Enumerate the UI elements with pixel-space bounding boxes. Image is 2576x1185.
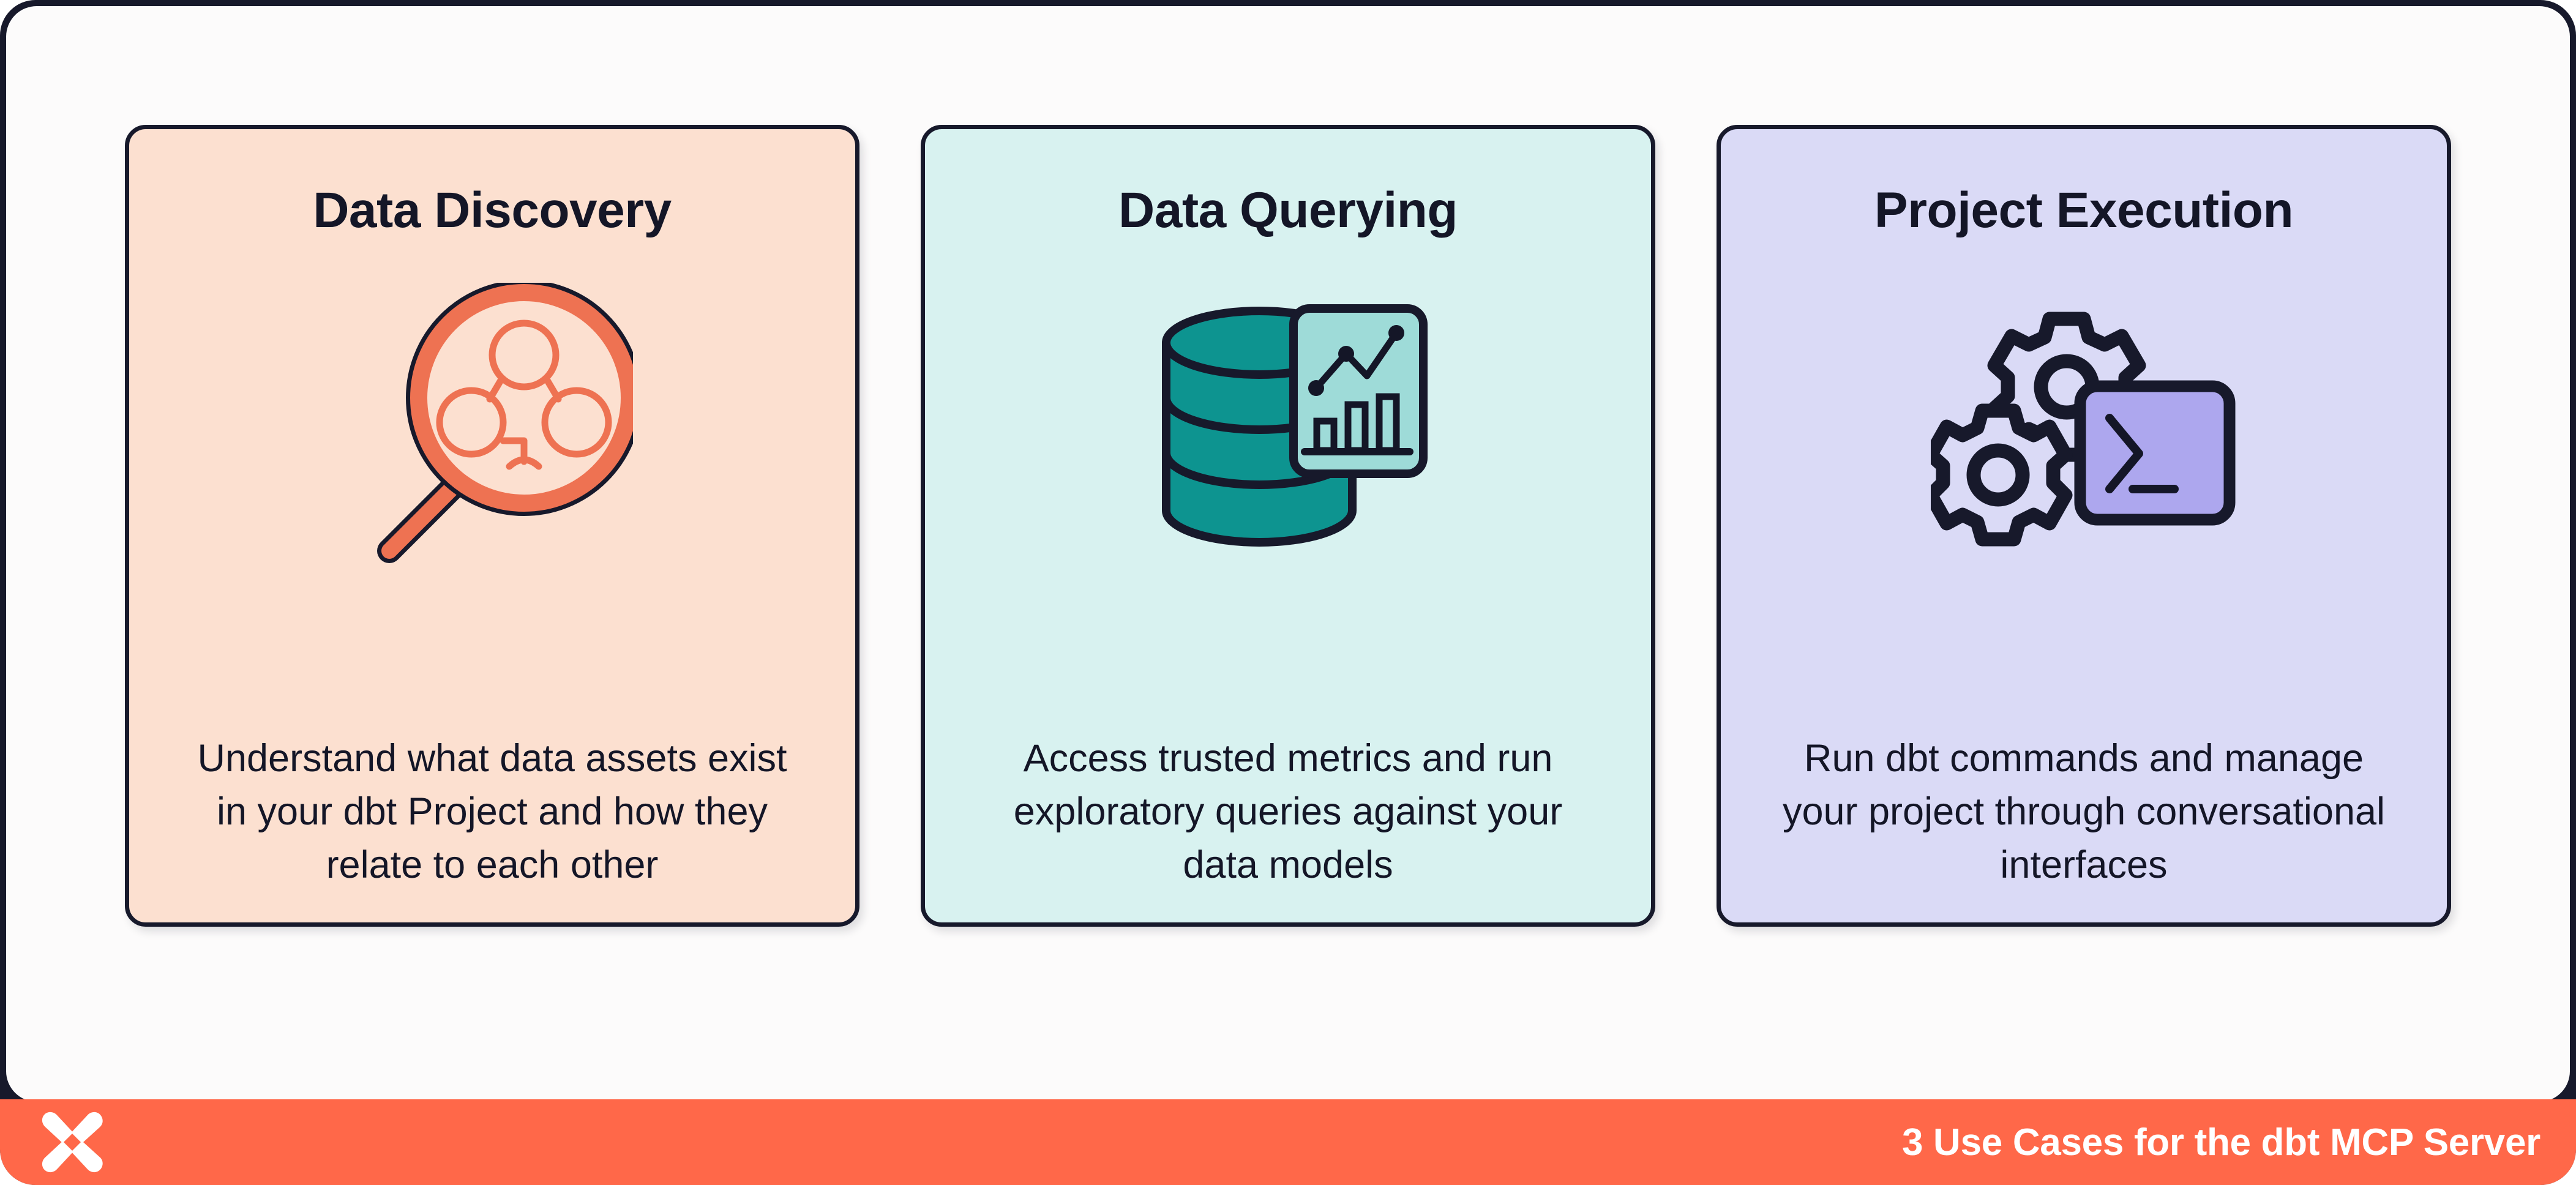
card-body-text: Understand what data assets exist in you… (197, 737, 787, 886)
card-title: Data Querying (1118, 182, 1458, 238)
footer-bar: 3 Use Cases for the dbt MCP Server (0, 1099, 2576, 1185)
use-case-card-data-discovery[interactable]: Data Discovery (125, 125, 859, 927)
use-case-card-project-execution[interactable]: Project Execution (1717, 125, 2451, 927)
database-chart-icon (925, 274, 1651, 580)
use-case-card-data-querying[interactable]: Data Querying (921, 125, 1655, 927)
card-title: Project Execution (1874, 182, 2294, 238)
dbt-logo-icon (34, 1104, 110, 1180)
card-title: Data Discovery (313, 182, 672, 238)
footer-title: 3 Use Cases for the dbt MCP Server (1901, 1121, 2540, 1164)
card-body-text: Access trusted metrics and run explorato… (1013, 737, 1563, 886)
magnifying-glass-lineage-icon (129, 274, 855, 580)
gears-terminal-icon (1721, 274, 2447, 580)
infographic-board: Data Discovery (6, 6, 2570, 1102)
use-case-card-row: Data Discovery (6, 6, 2570, 1102)
card-body-text: Run dbt commands and manage your project… (1782, 737, 2386, 886)
